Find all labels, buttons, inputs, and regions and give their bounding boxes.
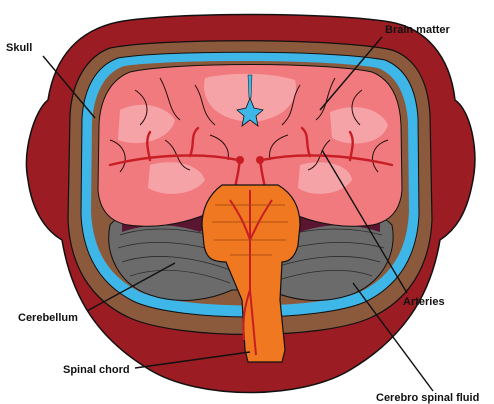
artery-node-left (236, 156, 244, 164)
ventricle-stem (248, 75, 252, 98)
label-spinal-chord: Spinal chord (63, 364, 130, 376)
artery-node-right (256, 156, 264, 164)
label-arteries: Arteries (403, 296, 445, 308)
label-cerebellum: Cerebellum (18, 312, 78, 324)
label-skull: Skull (6, 42, 32, 54)
label-csf: Cerebro spinal fluid (376, 392, 479, 404)
label-brain-matter: Brain matter (385, 24, 451, 36)
